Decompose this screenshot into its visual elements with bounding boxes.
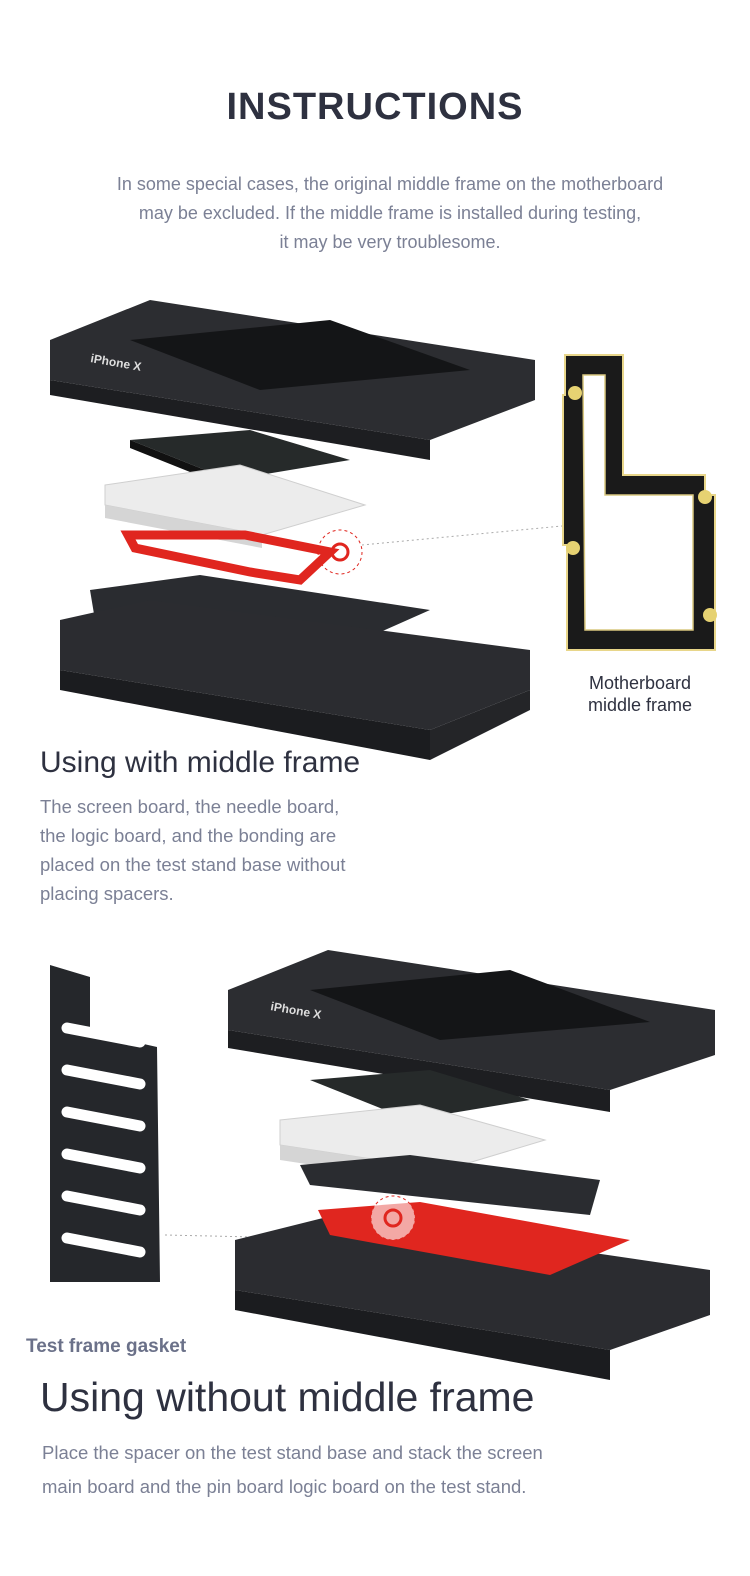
logic-board [300,1155,600,1215]
gasket-caption: Test frame gasket [26,1336,187,1357]
screen-board [310,1070,530,1120]
top-cover: iPhone X [50,300,535,460]
section1-heading: Using with middle frame [40,746,361,779]
base-stand [60,600,530,760]
body-line: the logic board, and the bonding are [40,825,337,846]
section2-heading: Using without middle frame [40,1374,535,1420]
page-title: INSTRUCTIONS [226,86,524,128]
intro-line: it may be very troublesome. [279,232,501,252]
callout-line [361,525,563,546]
base-stand [235,1215,710,1380]
body-line: placing spacers. [40,883,174,904]
exploded-fixture-without-middle-frame: iPhone X [164,950,715,1380]
body-line: Place the spacer on the test stand base … [42,1442,543,1463]
red-middle-frame [120,530,340,585]
section1-body: The screen board, the needle board, the … [40,792,420,908]
intro-text: In some special cases, the original midd… [60,170,720,257]
intro-line: may be excluded. If the middle frame is … [138,203,642,223]
intro-line: In some special cases, the original midd… [116,174,664,194]
caption-line: Motherboard [588,673,692,693]
target-icon [370,1195,416,1241]
body-line: placed on the test stand base without [40,854,346,875]
test-frame-gasket-image [50,965,160,1282]
section2-body: Place the spacer on the test stand base … [42,1436,662,1504]
target-icon [317,529,363,575]
exploded-fixture-with-middle-frame: iPhone X [50,300,563,760]
body-line: main board and the pin board logic board… [42,1476,527,1497]
body-line: The screen board, the needle board, [40,796,340,817]
caption-line: middle frame [587,695,693,715]
motherboard-middle-frame-image [562,354,717,651]
middle-frame-caption: Motherboard middle frame [560,672,720,716]
